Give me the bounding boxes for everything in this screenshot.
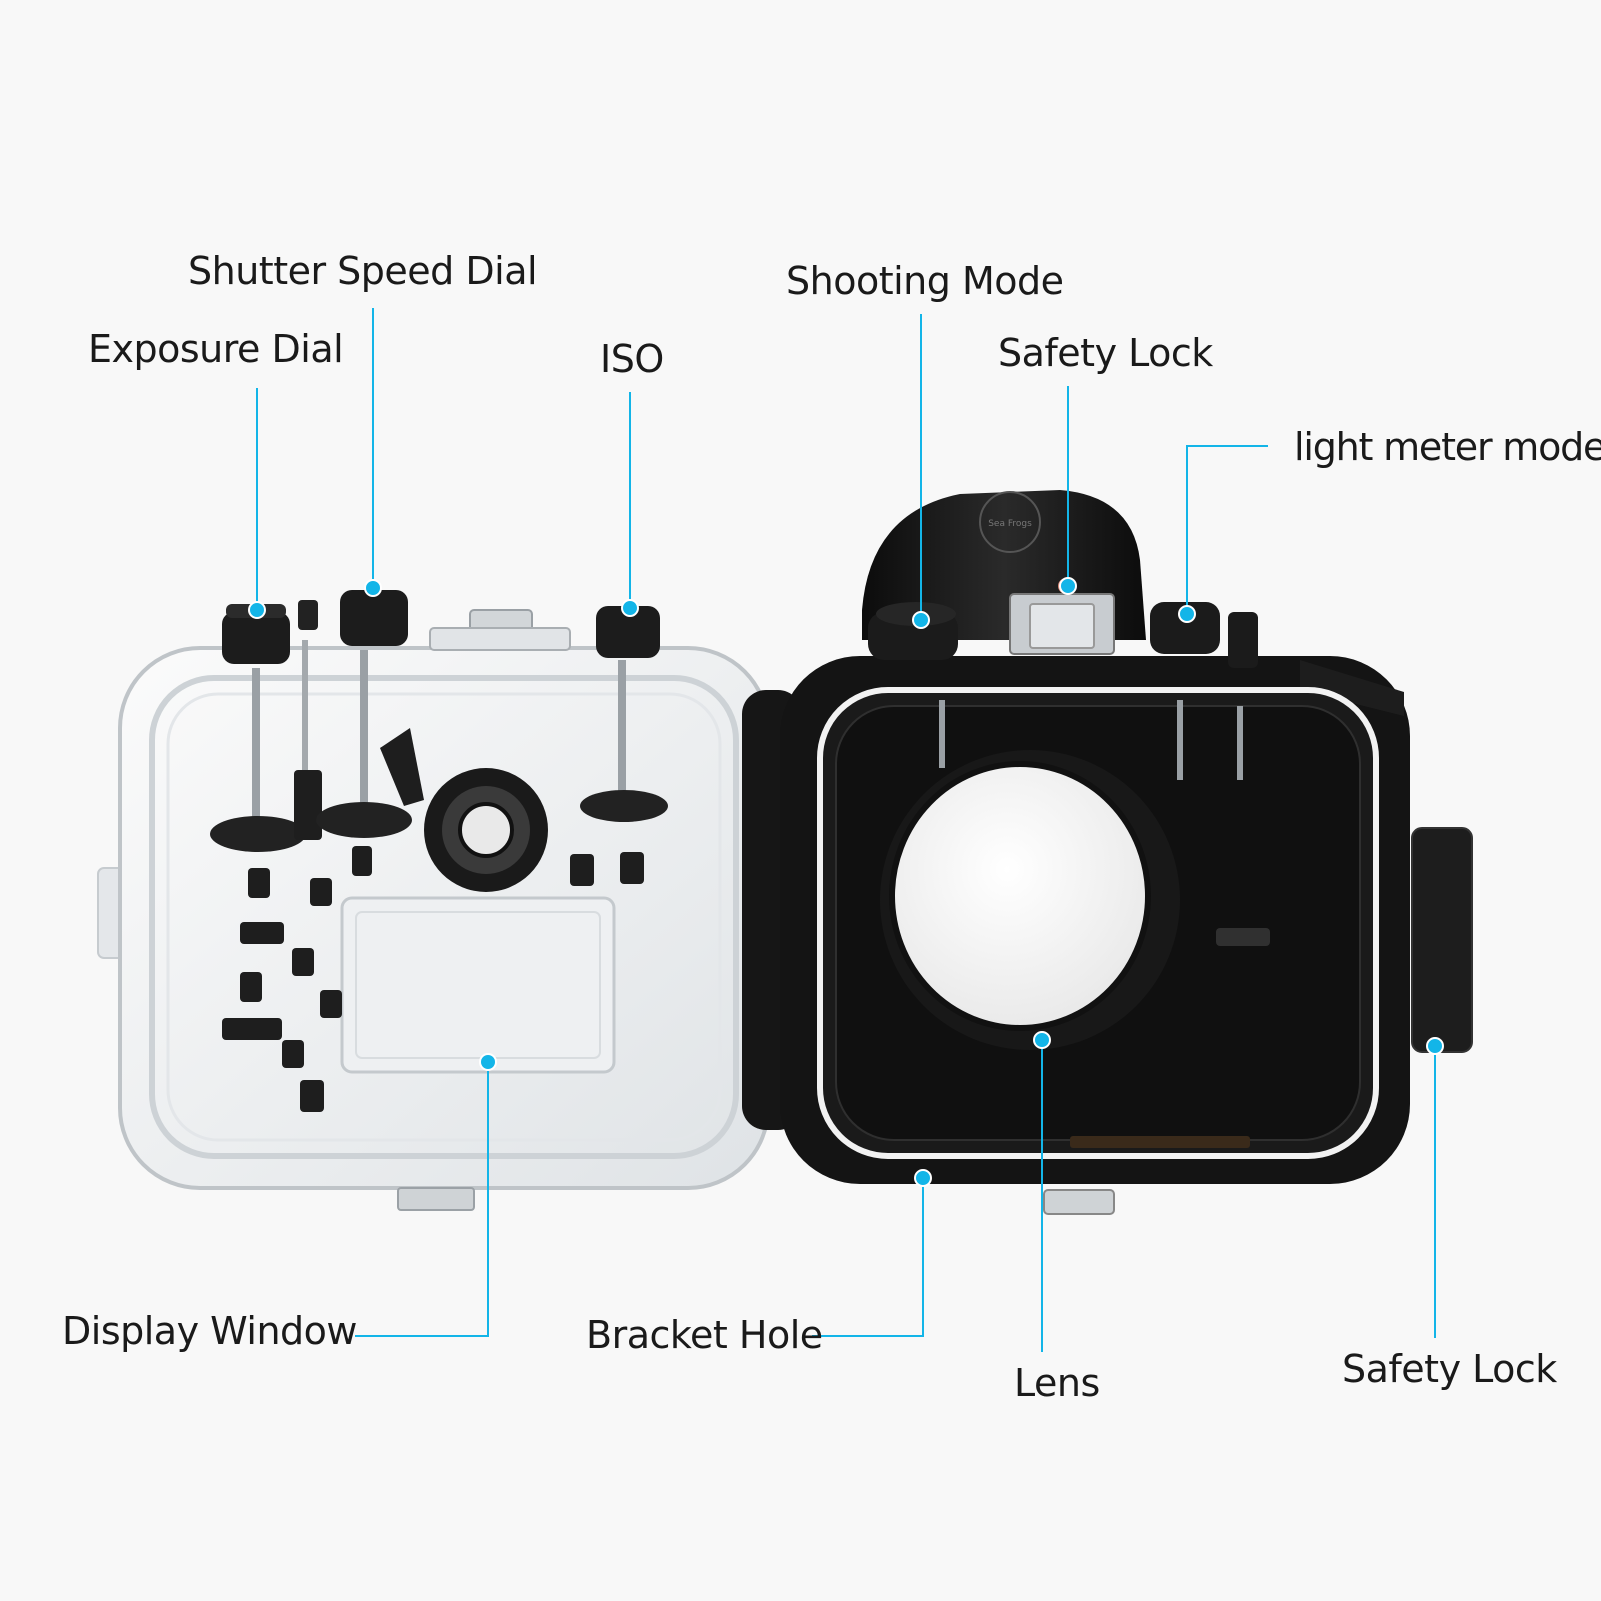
shutter-speed-dial-knob: [316, 590, 412, 838]
label-shooting-mode: Shooting Mode: [786, 259, 1064, 303]
leader-lines: [256, 308, 1436, 1352]
label-safety-lock-side: Safety Lock: [1342, 1347, 1557, 1391]
iso-dial-knob: [580, 606, 668, 822]
label-shutter-speed-dial: Shutter Speed Dial: [188, 249, 538, 293]
label-display-window: Display Window: [62, 1309, 357, 1353]
label-bracket-hole: Bracket Hole: [586, 1313, 823, 1357]
shooting-mode-knob: [868, 602, 958, 660]
label-safety-lock-top: Safety Lock: [998, 331, 1213, 375]
label-iso: ISO: [600, 337, 664, 381]
black-housing-body: Sea Frogs: [742, 490, 1473, 1215]
label-exposure-dial: Exposure Dial: [88, 327, 344, 371]
exposure-dial-knob: [210, 604, 306, 852]
brand-logo: Sea Frogs: [988, 519, 1032, 529]
top-safety-lock: [1009, 578, 1115, 655]
label-lens: Lens: [1014, 1361, 1100, 1405]
leader-light-meter-mode: [1186, 445, 1268, 612]
label-light-meter-mode: light meter mode: [1294, 425, 1601, 469]
push-buttons: [222, 846, 644, 1112]
leader-display-window: [355, 1064, 489, 1337]
clear-back-door: [97, 590, 777, 1211]
leader-bracket-hole: [812, 1180, 924, 1337]
leader-endpoints: [248, 577, 1444, 1187]
light-meter-mode-knob: [1150, 602, 1258, 668]
